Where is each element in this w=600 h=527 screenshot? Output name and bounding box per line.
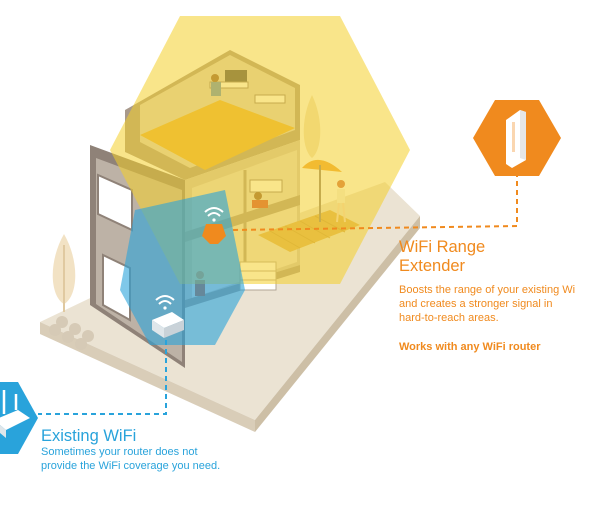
extender-connector-line <box>231 172 518 231</box>
extender-desc-line1: Boosts the range of your existing Wi <box>399 284 576 296</box>
extender-title: WiFi Range Extender <box>399 238 599 276</box>
wifi-signal-icon <box>155 295 175 310</box>
extender-desc-line2: and creates a stronger signal in <box>399 298 553 310</box>
existing-wifi-desc-line1: Sometimes your router does not <box>41 446 198 458</box>
wifi-signal-icon <box>204 207 224 222</box>
existing-wifi-title: Existing WiFi <box>41 427 137 445</box>
router-connector-line <box>38 340 167 415</box>
existing-wifi-description: Sometimes your router does not provide t… <box>41 446 271 473</box>
router-in-house <box>152 312 184 338</box>
extender-title-line2: Extender <box>399 257 466 275</box>
bush <box>52 234 76 312</box>
wifi-extender-icon <box>473 100 561 176</box>
extender-description: Boosts the range of your existing Wi and… <box>399 283 599 325</box>
extender-compat-note: Works with any WiFi router <box>399 341 541 353</box>
extender-title-line1: WiFi Range <box>399 238 486 256</box>
extender-desc-line3: hard-to-reach areas. <box>399 312 499 324</box>
existing-wifi-desc-line2: provide the WiFi coverage you need. <box>41 459 221 472</box>
wifi-router-icon <box>0 382 38 454</box>
extender-in-house <box>202 224 226 244</box>
